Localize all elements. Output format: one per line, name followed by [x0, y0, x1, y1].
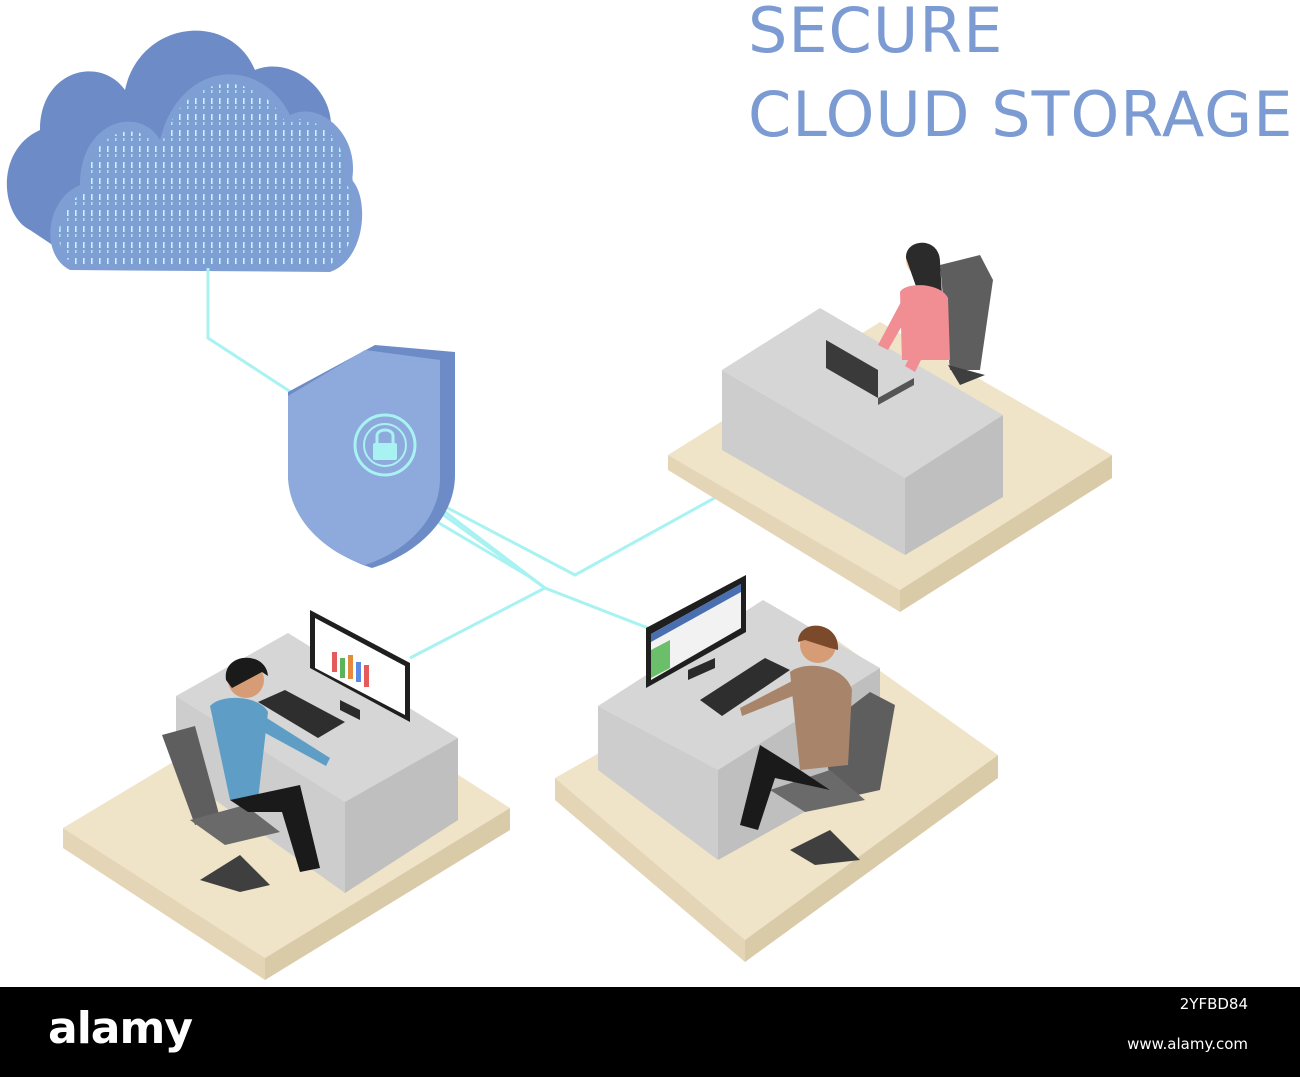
cloud-icon [6, 30, 363, 272]
watermark-footer: alamy 2YFBD84 www.alamy.com [0, 987, 1300, 1077]
padlock-icon [373, 428, 397, 460]
title-line-1: SECURE [748, 0, 1004, 67]
footer-image-id: 2YFBD84 [1179, 995, 1248, 1013]
shield-lock-icon [288, 345, 455, 568]
illustration [6, 30, 1112, 980]
workstation-left [63, 610, 510, 980]
workstation-right [555, 575, 998, 962]
title-line-2: CLOUD STORAGE [748, 78, 1294, 151]
footer-url: www.alamy.com [1127, 1035, 1248, 1053]
workstation-woman [668, 242, 1112, 612]
footer-logo: alamy [48, 1003, 193, 1054]
